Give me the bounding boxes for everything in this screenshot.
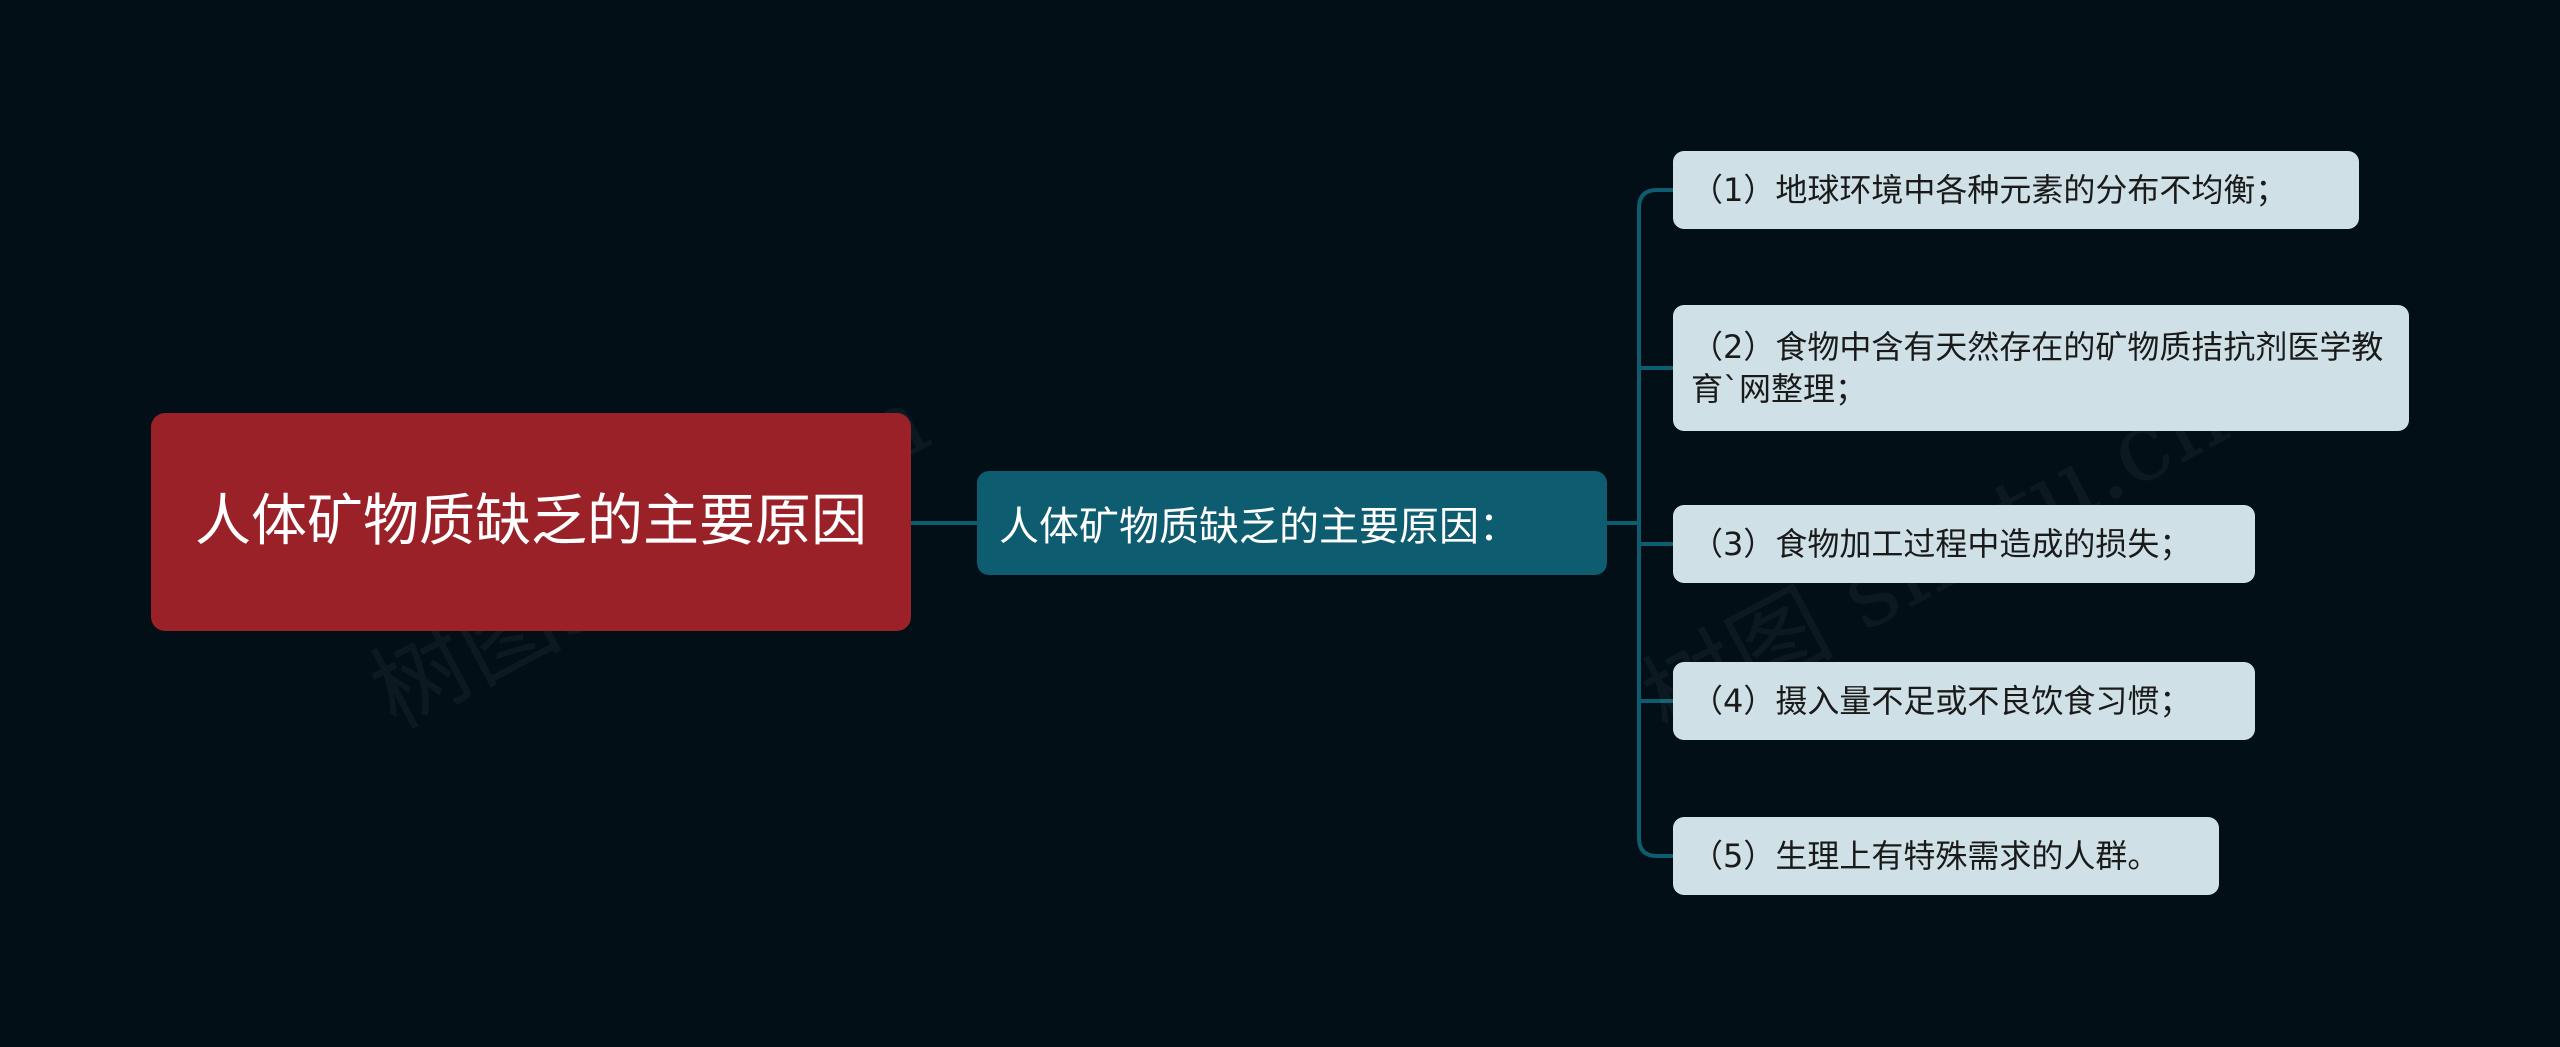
leaf-label-2: （2）食物中含有天然存在的矿物质拮抗剂医学教育`网整理； — [1691, 328, 2384, 408]
leaf-node-3[interactable]: （3）食物加工过程中造成的损失； — [1673, 505, 2255, 583]
leaf-label-3: （3）食物加工过程中造成的损失； — [1691, 525, 2192, 563]
leaf-node-2[interactable]: （2）食物中含有天然存在的矿物质拮抗剂医学教育`网整理； — [1673, 305, 2409, 431]
leaf-node-5[interactable]: （5）生理上有特殊需求的人群。 — [1673, 817, 2219, 895]
leaf-spine-connector — [1637, 188, 1673, 858]
leaf-node-4[interactable]: （4）摄入量不足或不良饮食习惯； — [1673, 662, 2255, 740]
leaf-label-5: （5）生理上有特殊需求的人群。 — [1691, 837, 2160, 875]
branch-topic-label: 人体矿物质缺乏的主要原因： — [999, 504, 1519, 550]
branch-topic-node[interactable]: 人体矿物质缺乏的主要原因： — [977, 471, 1607, 575]
leaf-label-1: （1）地球环境中各种元素的分布不均衡； — [1691, 171, 2288, 209]
root-topic-label: 人体矿物质缺乏的主要原因 — [195, 489, 867, 554]
leaf-node-1[interactable]: （1）地球环境中各种元素的分布不均衡； — [1673, 151, 2359, 229]
root-topic-node[interactable]: 人体矿物质缺乏的主要原因 — [151, 413, 911, 631]
leaf-label-4: （4）摄入量不足或不良饮食习惯； — [1691, 682, 2192, 720]
